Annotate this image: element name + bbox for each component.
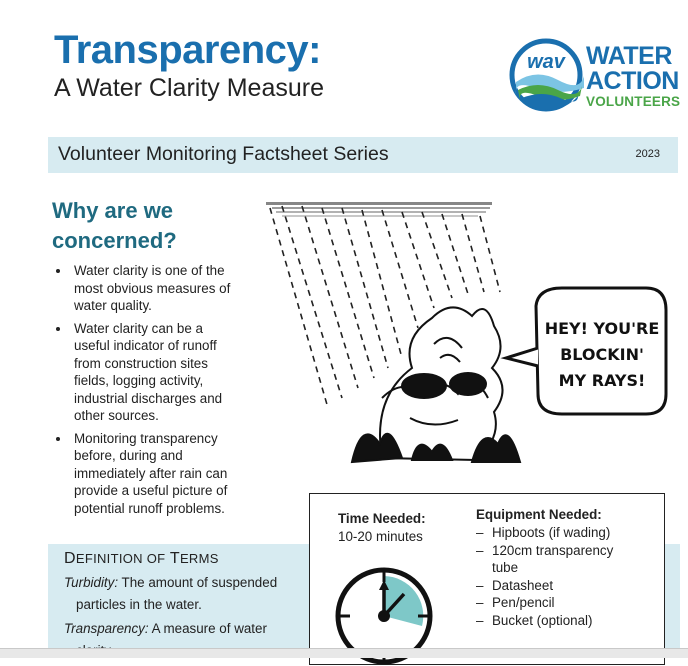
definition-transparency: Transparency: A measure of water: [64, 621, 267, 636]
logo-wordmark: WATER ACTION VOLUNTEERS: [586, 44, 680, 109]
water-action-volunteers-logo: wav WATER ACTION VOLUNTEERS: [508, 36, 684, 114]
clock-icon: [335, 567, 433, 665]
equipment-item: –Pen/pencil: [476, 595, 555, 610]
logo-badge: wav: [527, 51, 567, 73]
page-title: Transparency:: [54, 28, 321, 72]
silt-cloud: [266, 202, 492, 217]
why-heading-line-1: Why are we: [52, 198, 174, 223]
bullet-dot-icon: [56, 326, 60, 331]
concern-bullet-list: Water clarity is one of the most obvious…: [52, 262, 252, 522]
time-needed-heading: Time Needed:: [338, 511, 426, 526]
plant-character: [350, 306, 522, 464]
series-banner: Volunteer Monitoring Factsheet Series 20…: [48, 137, 678, 173]
page-subtitle: A Water Clarity Measure: [54, 74, 324, 102]
definition-turbidity-cont: particles in the water.: [76, 597, 202, 612]
logo-line-volunteers: VOLUNTEERS: [586, 94, 681, 109]
why-concerned-heading: Why are we concerned?: [52, 196, 177, 256]
logo-line-action: ACTION: [586, 67, 679, 95]
series-year: 2023: [635, 148, 660, 160]
definitions-heading: Definition of Terms: [64, 550, 219, 567]
bullet-item: Water clarity is one of the most obvious…: [52, 262, 252, 315]
bullet-item: Monitoring transparency before, during a…: [52, 430, 252, 518]
wav-logo-emblem: wav: [509, 38, 584, 112]
equipment-list: –Hipboots (if wading) –120cm transparenc…: [476, 524, 656, 629]
horizontal-scrollbar[interactable]: [0, 648, 688, 658]
speech-line-2: BLOCKIN': [560, 345, 644, 364]
speech-line-1: HEY! YOU'RE: [545, 319, 660, 338]
cartoon-illustration: HEY! YOU'RE BLOCKIN' MY RAYS!: [266, 202, 668, 464]
time-equipment-box: Time Needed: 10-20 minutes Equipment Nee…: [309, 493, 665, 665]
speech-bubble: HEY! YOU'RE BLOCKIN' MY RAYS!: [500, 286, 668, 416]
why-heading-line-2: concerned?: [52, 228, 177, 253]
bullet-dot-icon: [56, 436, 60, 441]
speech-line-3: MY RAYS!: [559, 371, 646, 390]
equipment-item: –Hipboots (if wading): [476, 525, 611, 540]
logo-line-water: WATER: [586, 42, 672, 70]
equipment-needed-heading: Equipment Needed:: [476, 507, 602, 522]
bullet-dot-icon: [56, 269, 60, 273]
bullet-item: Water clarity can be a useful indicator …: [52, 320, 252, 425]
series-title: Volunteer Monitoring Factsheet Series: [58, 143, 389, 165]
light-rays: [269, 205, 501, 409]
equipment-item: –Datasheet: [476, 577, 554, 593]
equipment-item: –Bucket (optional): [476, 612, 593, 628]
time-needed-value: 10-20 minutes: [338, 529, 423, 544]
definition-turbidity: Turbidity: The amount of suspended: [64, 575, 278, 590]
